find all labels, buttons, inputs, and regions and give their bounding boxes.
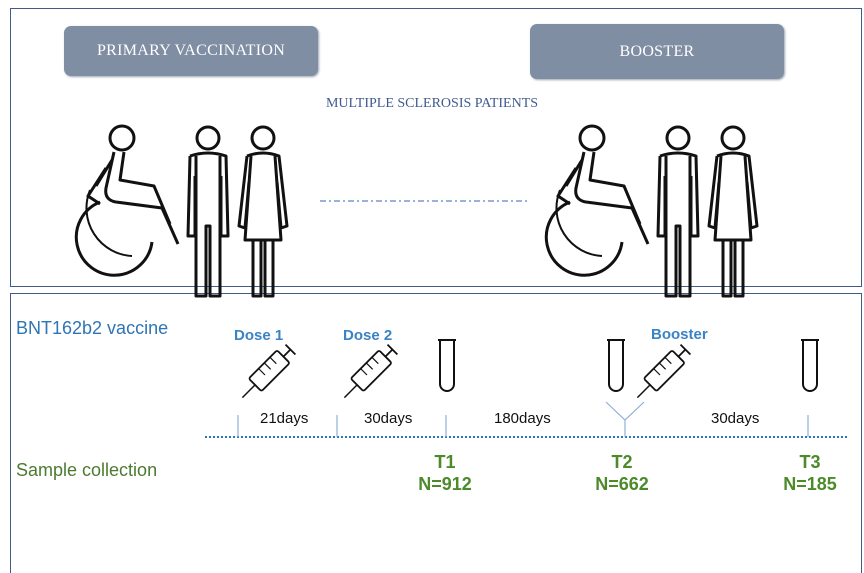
- interval-30days-booster: 30days: [711, 410, 760, 427]
- booster-dose-label: Booster: [651, 326, 708, 343]
- timepoint-label: T1: [434, 452, 456, 472]
- timepoint-label: T2: [611, 452, 633, 472]
- dose2-label: Dose 2: [343, 327, 393, 344]
- dose1-label: Dose 1: [234, 327, 284, 344]
- timepoint-t2: T2 N=662: [577, 451, 667, 495]
- primary-vaccination-box: PRIMARY VACCINATION: [64, 26, 318, 76]
- timeline-panel: [10, 293, 862, 573]
- timepoint-t3: T3 N=185: [765, 451, 855, 495]
- population-label: MULTIPLE SCLEROSIS PATIENTS: [325, 96, 539, 111]
- tick-t2-booster: [605, 401, 645, 437]
- timepoint-n: N=185: [783, 474, 837, 494]
- vaccine-row-label: BNT162b2 vaccine: [16, 318, 169, 338]
- timepoint-t1: T1 N=912: [400, 451, 490, 495]
- patients-panel: [10, 8, 862, 287]
- interval-180days: 180days: [494, 410, 551, 427]
- timepoint-n: N=662: [595, 474, 649, 494]
- booster-box: BOOSTER: [530, 24, 784, 79]
- sample-row-label: Sample collection: [16, 460, 158, 480]
- timepoint-label: T3: [799, 452, 821, 472]
- timepoint-n: N=912: [418, 474, 472, 494]
- interval-30days: 30days: [364, 410, 413, 427]
- interval-21days: 21days: [260, 410, 309, 427]
